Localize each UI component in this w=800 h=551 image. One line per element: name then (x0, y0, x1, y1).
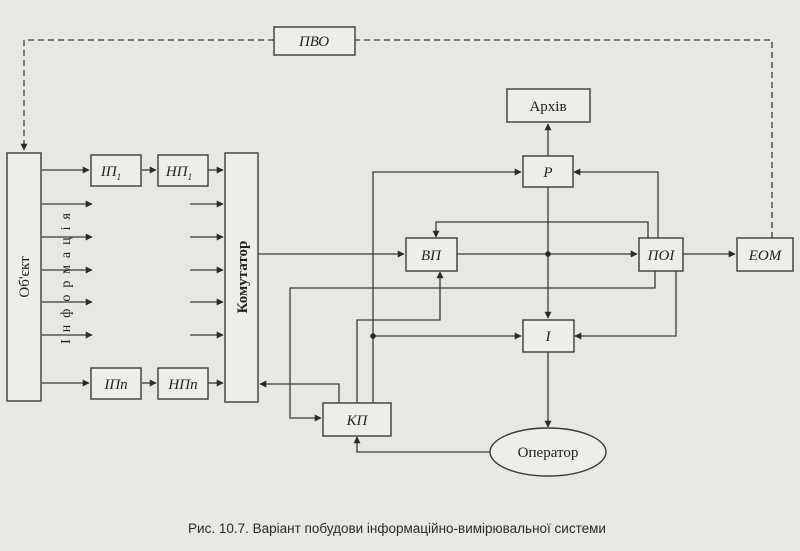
block-npn: НПn (157, 367, 209, 400)
kp-label: КП (346, 413, 369, 429)
block-np1: НП1 (157, 154, 209, 187)
block-ip1: ІП1 (90, 154, 142, 187)
dashed-eom-to-pvo (355, 39, 773, 238)
info-label: Інформація (59, 206, 74, 344)
block-pvo: ПВО (273, 26, 356, 56)
object-label: Об'єкт (17, 256, 33, 298)
line-kp-r (372, 168, 522, 403)
arrow-poi-i (574, 254, 677, 340)
block-vp: ВП (405, 237, 458, 272)
komutator-short-arrows (190, 200, 224, 339)
block-eom: ЕОМ (736, 237, 794, 272)
block-komutator: Комутатор (224, 152, 259, 403)
pvo-label: ПВО (298, 34, 329, 50)
arrow-operator-kp (353, 436, 490, 453)
block-r: Р (522, 155, 574, 188)
arrow-kp-komutator (259, 380, 340, 403)
eom-label: ЕОМ (748, 248, 783, 264)
block-poi: ПОІ (638, 237, 684, 272)
operator-label: Оператор (518, 445, 579, 461)
arrow-poi-r (573, 168, 659, 238)
junction-dot (545, 251, 551, 257)
block-object: Об'єкт (6, 152, 42, 402)
vp-label: ВП (421, 248, 442, 264)
komutator-label: Комутатор (235, 241, 251, 314)
block-i: І (522, 319, 575, 353)
block-kp: КП (322, 402, 392, 437)
block-arkhiv: Архів (506, 88, 591, 123)
object-short-arrows (42, 200, 93, 339)
dashed-pvo-to-object (20, 39, 274, 151)
np1-label: НП1 (165, 164, 192, 182)
r-label: Р (542, 165, 552, 181)
arrow-poi-kp (289, 270, 656, 422)
figure-caption: Рис. 10.7. Варіант побудови інформаційно… (188, 521, 606, 536)
arkhiv-label: Архів (529, 99, 566, 115)
block-operator: Оператор (489, 427, 607, 477)
arrow-poi-vp-top (432, 221, 649, 238)
block-ipn: ІПn (90, 367, 142, 400)
ip1-label: ІП1 (100, 164, 121, 182)
junction-dot (370, 333, 376, 339)
poi-label: ПОІ (647, 248, 676, 264)
connections (20, 39, 773, 453)
npn-label: НПn (167, 377, 197, 393)
i-label: І (545, 329, 552, 345)
ipn-label: ІПn (103, 377, 127, 393)
arrow-kp-vp (356, 271, 444, 403)
